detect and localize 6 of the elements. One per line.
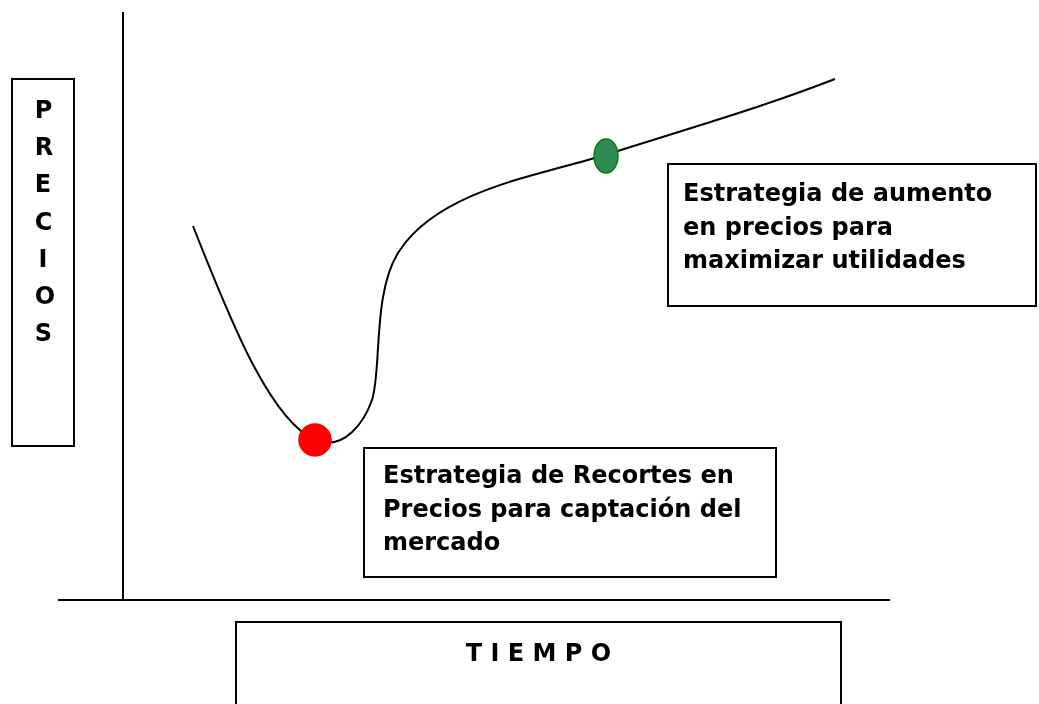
label-box: Estrategia de Recortes en Precios para captación del mercado (363, 447, 777, 578)
label-box: P R E C I O S (11, 78, 75, 447)
point-marker (593, 138, 619, 174)
label-box: Estrategia de aumento en precios para maximizar utilidades (667, 163, 1037, 307)
label-box: T I E M P O (235, 621, 842, 704)
point-marker (298, 423, 332, 457)
